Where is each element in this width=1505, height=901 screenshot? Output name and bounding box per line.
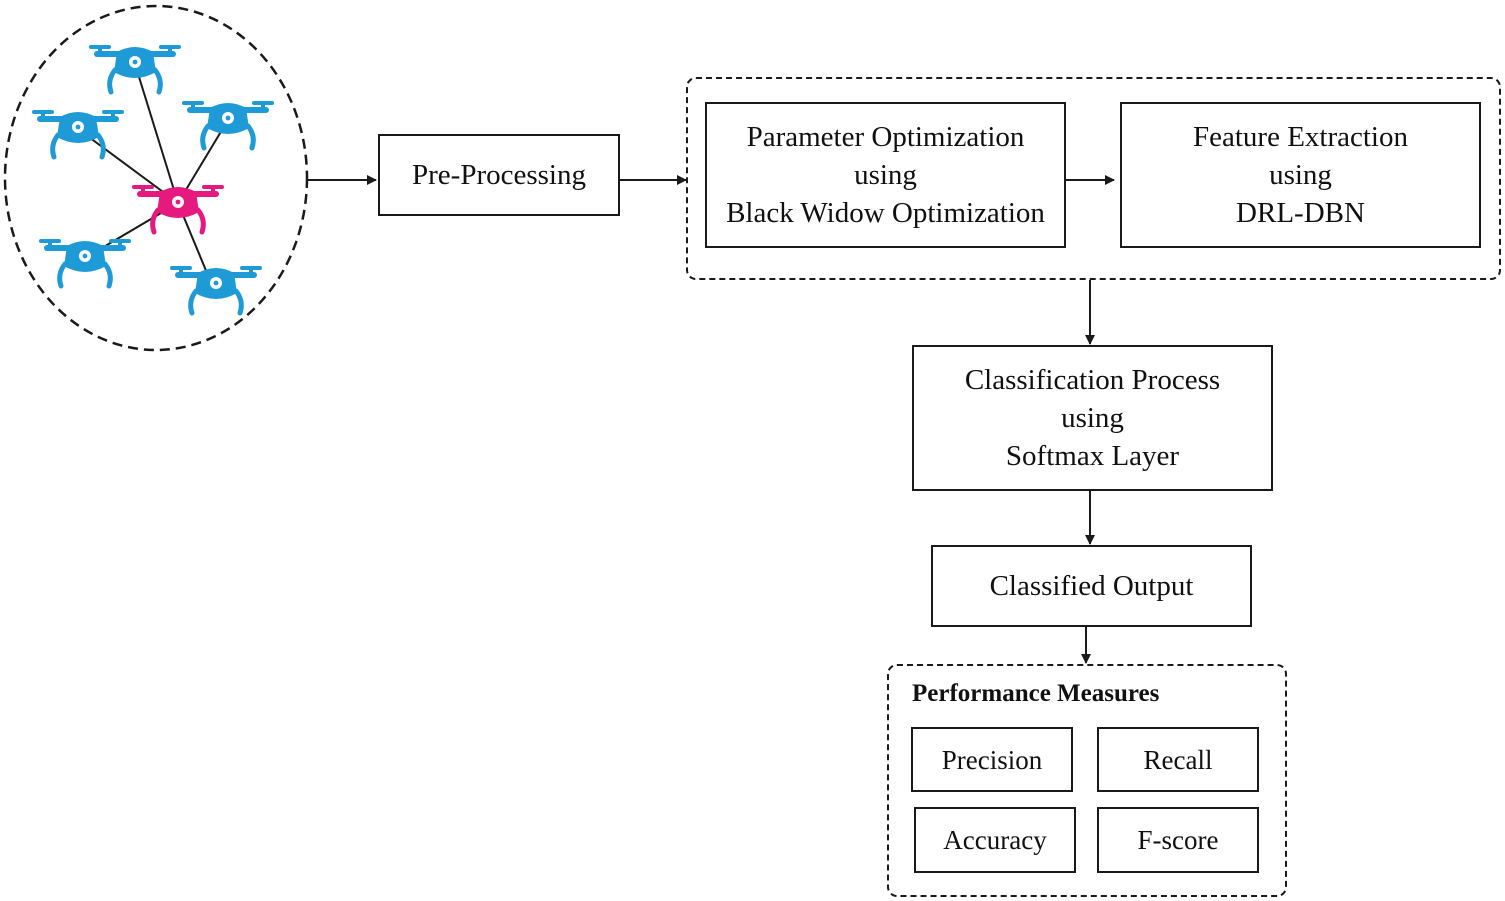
- accuracy-label: Accuracy: [943, 825, 1047, 855]
- classified-output-box: Classified Output: [931, 545, 1252, 627]
- drone-icon: [89, 45, 181, 92]
- drone-icon: [32, 110, 124, 157]
- precision-box: Precision: [911, 727, 1073, 792]
- optimization-feature-group: [686, 77, 1501, 280]
- f-score-box: F-score: [1097, 807, 1259, 873]
- classification-line1: Classification Process: [964, 364, 1221, 396]
- performance-measures-title: Performance Measures: [912, 680, 1160, 707]
- drone-icon: [170, 266, 262, 313]
- classification-line3: Softmax Layer: [1005, 440, 1180, 472]
- leader-drone-icon: [132, 185, 224, 232]
- feature-extraction-line1: Feature Extraction: [1193, 121, 1408, 153]
- feature-extraction-line3: DRL-DBN: [1236, 197, 1365, 229]
- parameter-optimization-box: Parameter Optimization using Black Widow…: [705, 102, 1066, 248]
- drone-icon: [39, 239, 131, 286]
- drone-icon: [182, 101, 274, 148]
- precision-label: Precision: [941, 744, 1043, 775]
- recall-box: Recall: [1097, 727, 1259, 792]
- network-boundary: [3, 4, 309, 352]
- classified-output-label: Classified Output: [989, 570, 1194, 602]
- preprocessing-box: Pre-Processing: [378, 134, 620, 216]
- feature-extraction-box: Feature Extraction using DRL-DBN: [1120, 102, 1481, 248]
- recall-label: Recall: [1143, 744, 1213, 775]
- parameter-optimization-line2: using: [854, 159, 917, 191]
- drone-network: [3, 4, 309, 352]
- f-score-label: F-score: [1137, 825, 1219, 855]
- classification-line2: using: [1061, 402, 1124, 434]
- accuracy-box: Accuracy: [914, 807, 1076, 873]
- preprocessing-label: Pre-Processing: [412, 159, 586, 191]
- classification-box: Classification Process using Softmax Lay…: [912, 345, 1273, 491]
- performance-measures-group: [887, 664, 1287, 897]
- feature-extraction-line2: using: [1269, 159, 1332, 191]
- parameter-optimization-line3: Black Widow Optimization: [726, 197, 1045, 229]
- parameter-optimization-line1: Parameter Optimization: [746, 121, 1025, 153]
